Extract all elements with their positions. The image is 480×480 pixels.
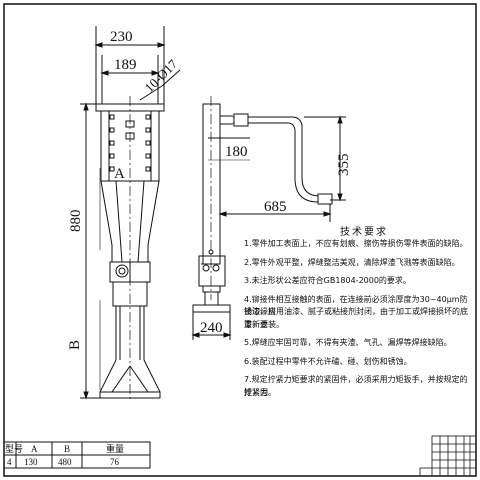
dim-355: 355 [336,154,352,177]
table-cell-a: 130 [24,457,38,467]
table-header-weight: 重量 [106,443,124,454]
requirements-title: 技术要求 [340,227,388,238]
dim-b-label: B [67,340,83,350]
dim-880: 880 [68,210,84,233]
requirement-item: 4.铆接件相互接触的表面，在连接前必须涂厚度为30~40μm防锈漆，搭 [244,294,468,317]
requirements-list: 1.零件加工表面上，不应有划痕、擦伤等损伤零件表面的缺陷。 2.零件外观平整，焊… [244,238,474,399]
table-header-model: 型号 [5,444,23,454]
dim-189: 189 [114,57,137,73]
dim-240: 240 [200,320,223,336]
dim-230: 230 [110,29,133,45]
dim-180: 180 [225,144,248,160]
table-cell-model: 4 [7,457,12,467]
front-view [80,26,181,400]
requirement-item: 矩紧固。 [244,387,276,397]
table-header-a: A [31,444,38,454]
dim-holes: 10-Ø17 [142,56,181,95]
requirement-item: 接边缘应用油漆、腻子或粘接剂封闭，由于加工或焊接损坏的底漆，要 [244,307,468,329]
dim-685: 685 [264,199,287,215]
table-header-b: B [64,444,70,454]
title-block [419,435,477,477]
drawing-frame [3,3,477,477]
parts-table [3,441,151,469]
requirement-item: 2.零件外观平整，焊缝整洁美观，清除焊渣飞溅等表面缺陷。 [244,257,460,267]
dim-a-label: A [114,166,125,182]
requirement-item: 5.焊缝应牢固可靠，不得有夹渣、气孔、漏焊等焊接缺陷。 [244,338,452,347]
requirement-item: 重新涂装。 [244,319,284,329]
requirement-item: 3.未注形状公差应符合GB1804-2000的要求。 [244,276,411,285]
table-cell-b: 480 [58,457,72,467]
requirement-item: 7.规定拧紧力矩要求的紧固件，必须采用力矩扳手，并按规定的拧紧力 [244,375,468,397]
table-cell-weight: 76 [110,457,120,467]
side-view [191,96,346,340]
requirement-item: 6.装配过程中零件不允许磕、碰、划伤和锈蚀。 [244,356,412,366]
requirement-item: 1.零件加工表面上，不应有划痕、擦伤等损伤零件表面的缺陷。 [244,239,468,248]
